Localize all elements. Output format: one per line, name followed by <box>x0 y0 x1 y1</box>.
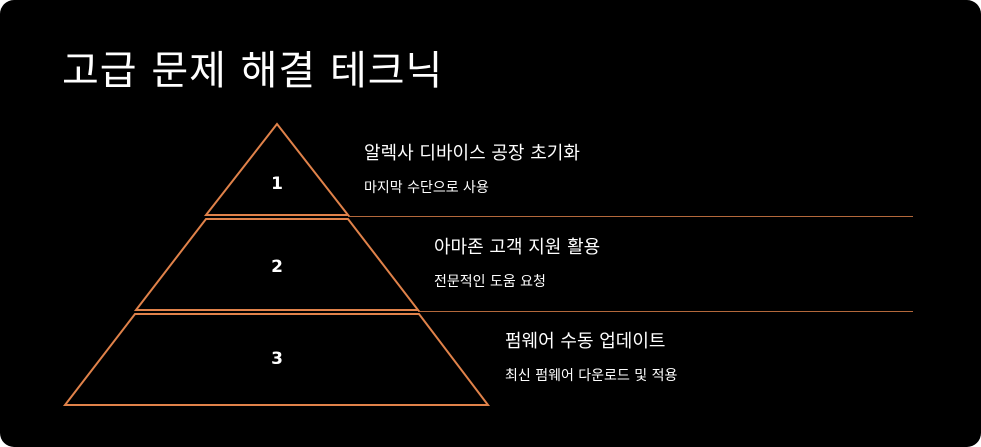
tier-1-subtitle: 마지막 수단으로 사용 <box>364 180 489 196</box>
pyramid-tier-3 <box>62 313 491 406</box>
tier-1-title: 알렉사 디바이스 공장 초기화 <box>364 143 580 164</box>
page-title: 고급 문제 해결 테크닉 <box>62 48 444 94</box>
tier-number-1: 1 <box>271 174 283 194</box>
tier-2-title: 아마존 고객 지원 활용 <box>434 237 601 258</box>
tier-2-subtitle: 전문적인 도움 요청 <box>434 274 546 290</box>
tier-number-2: 2 <box>271 257 283 277</box>
tier-3-title: 펌웨어 수동 업데이트 <box>505 331 666 352</box>
tier-3-subtitle: 최신 펌웨어 다운로드 및 적용 <box>505 368 678 384</box>
tier-number-3: 3 <box>271 349 283 369</box>
pyramid-tier-1 <box>203 122 351 216</box>
pyramid-tier-2 <box>133 218 421 311</box>
